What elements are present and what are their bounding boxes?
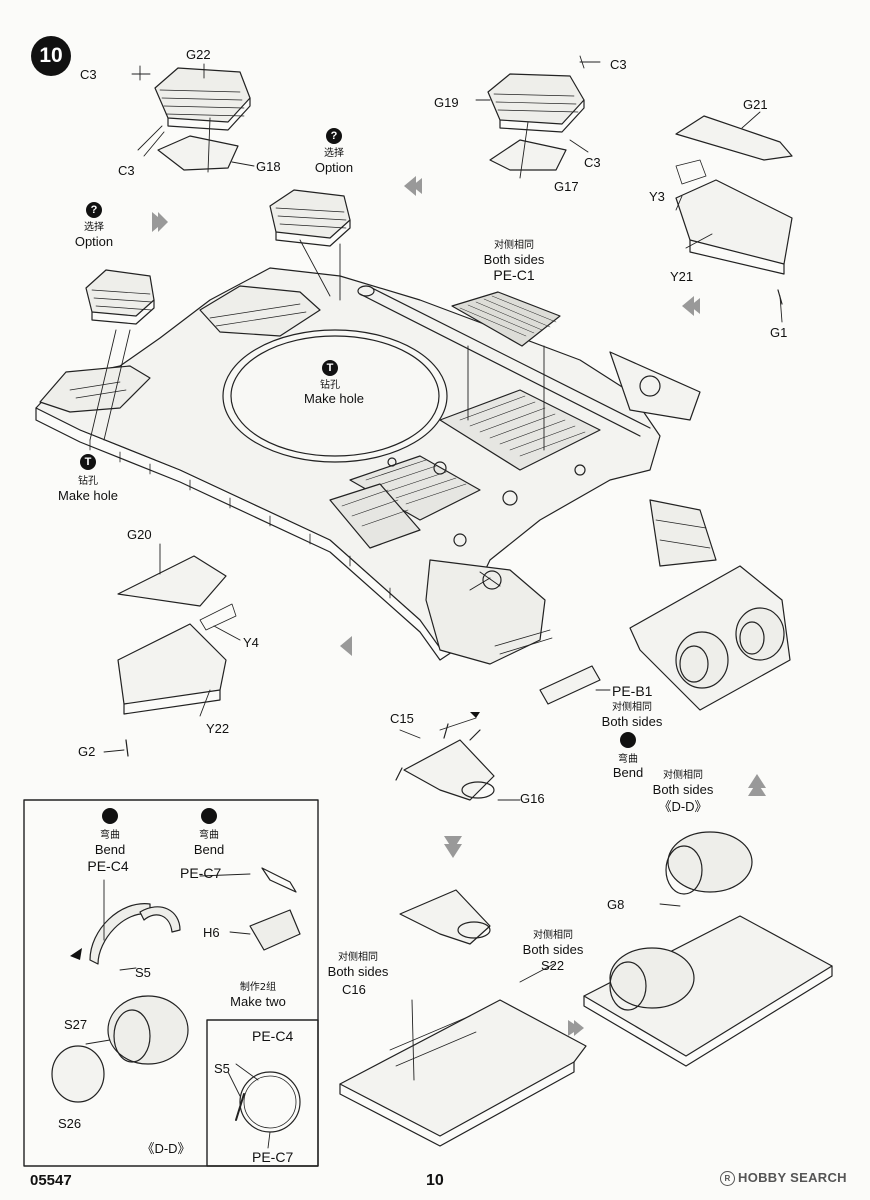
arrow-heads — [70, 712, 480, 960]
watermark-text: HOBBY SEARCH — [738, 1170, 847, 1185]
option-label: Option — [314, 160, 354, 175]
plate-c16 — [339, 889, 587, 1147]
bend-label: Bend — [612, 765, 644, 780]
view-label-dd: 《D-D》 — [141, 1141, 191, 1156]
stowage-box-g22 — [131, 65, 251, 171]
make-hole-zh: 钻孔 — [78, 476, 98, 487]
view-label-dd: 《D-D》 — [658, 799, 708, 814]
stowage-box-g19 — [487, 55, 601, 171]
part-label-s26: S26 — [58, 1116, 82, 1131]
option-zh: 选择 — [324, 148, 344, 159]
rear-plate-with-drums — [609, 351, 791, 711]
both-sides-zh: 对侧相同 — [612, 702, 652, 713]
part-label-c3: C3 — [80, 67, 97, 82]
step-number: 10 — [31, 36, 71, 76]
basket-y22 — [117, 555, 237, 757]
part-label-y21: Y21 — [670, 269, 694, 284]
part-label-pe-c4: PE-C4 — [252, 1028, 294, 1044]
both-sides-label: Both sides — [483, 252, 545, 267]
option-icon-glyph: ? — [90, 204, 98, 216]
part-label-g17: G17 — [554, 179, 579, 194]
make-hole-label: Make hole — [58, 488, 118, 503]
part-label-c15: C15 — [390, 711, 414, 726]
both-sides-zh: 对侧相同 — [663, 770, 703, 781]
direction-arrows — [152, 176, 766, 1036]
part-label-g16: G16 — [520, 791, 545, 806]
part-label-pe-c7: PE-C7 — [252, 1149, 294, 1165]
page-number: 10 — [426, 1172, 444, 1189]
both-sides-zh: 对侧相同 — [338, 952, 378, 963]
basket-y21 — [675, 115, 793, 305]
option-box-upper — [269, 189, 351, 247]
both-sides-label: Both sides — [327, 964, 389, 979]
part-label-y3: Y3 — [649, 189, 665, 204]
part-label-c3: C3 — [610, 57, 627, 72]
bend-zh: 弯曲 — [618, 754, 638, 765]
part-label-s22: S22 — [541, 958, 565, 973]
make-two-zh: 制作2组 — [239, 982, 277, 993]
inset-frame-left — [23, 799, 319, 1167]
part-label-g21: G21 — [743, 97, 768, 112]
part-label-h6: H6 — [203, 925, 220, 940]
part-label-c3: C3 — [118, 163, 135, 178]
part-label-y22: Y22 — [206, 721, 230, 736]
make-hole-zh: 钻孔 — [320, 380, 340, 391]
plate-pe-b1 — [539, 665, 601, 705]
make-two-label: Make two — [230, 994, 286, 1009]
both-sides-zh: 对侧相同 — [533, 930, 573, 941]
both-sides-label: Both sides — [652, 782, 714, 797]
part-label-g1: G1 — [770, 325, 788, 340]
option-label: Option — [74, 234, 114, 249]
part-label-g22: G22 — [186, 47, 211, 62]
mesh-pe-c1 — [451, 291, 561, 347]
inset-drum — [51, 867, 301, 1103]
part-label-g8: G8 — [607, 897, 625, 912]
bracket-g16 — [395, 723, 495, 801]
part-label-g2: G2 — [78, 744, 96, 759]
part-label-pe-b1: PE-B1 — [612, 683, 653, 699]
hull-rear-deck — [35, 267, 661, 665]
part-label-g18: G18 — [256, 159, 281, 174]
inset-frame-detail — [206, 1019, 319, 1167]
bend-label: Bend — [94, 842, 126, 857]
part-label-pe-c7: PE-C7 — [180, 865, 222, 881]
part-label-s5: S5 — [135, 965, 151, 980]
part-label-y4: Y4 — [243, 635, 259, 650]
plate-g8-drums — [583, 831, 833, 1067]
part-label-pe-c1: PE-C1 — [493, 267, 535, 283]
part-label-c16: C16 — [342, 982, 366, 997]
part-label-pe-c4: PE-C4 — [87, 858, 129, 874]
option-icon-glyph: ? — [330, 130, 338, 142]
bend-zh: 弯曲 — [199, 830, 219, 841]
inset-strap — [235, 1071, 301, 1133]
option-box-left — [85, 269, 155, 325]
both-sides-label: Both sides — [601, 714, 663, 729]
part-label-s5: S5 — [214, 1061, 230, 1076]
part-label-g20: G20 — [127, 527, 152, 542]
bend-label: Bend — [193, 842, 225, 857]
part-label-g19: G19 — [434, 95, 459, 110]
kit-number: 05547 — [30, 1172, 72, 1189]
option-zh: 选择 — [84, 222, 104, 233]
drill-icon-glyph: T — [84, 456, 92, 468]
bend-zh: 弯曲 — [100, 830, 120, 841]
part-label-c3: C3 — [584, 155, 601, 170]
both-sides-label: Both sides — [522, 942, 584, 957]
registered-mark-icon: R — [720, 1171, 735, 1186]
part-label-s27: S27 — [64, 1017, 88, 1032]
drill-icon-glyph: T — [326, 362, 334, 374]
make-hole-label: Make hole — [304, 391, 364, 406]
both-sides-zh: 对侧相同 — [494, 240, 534, 251]
